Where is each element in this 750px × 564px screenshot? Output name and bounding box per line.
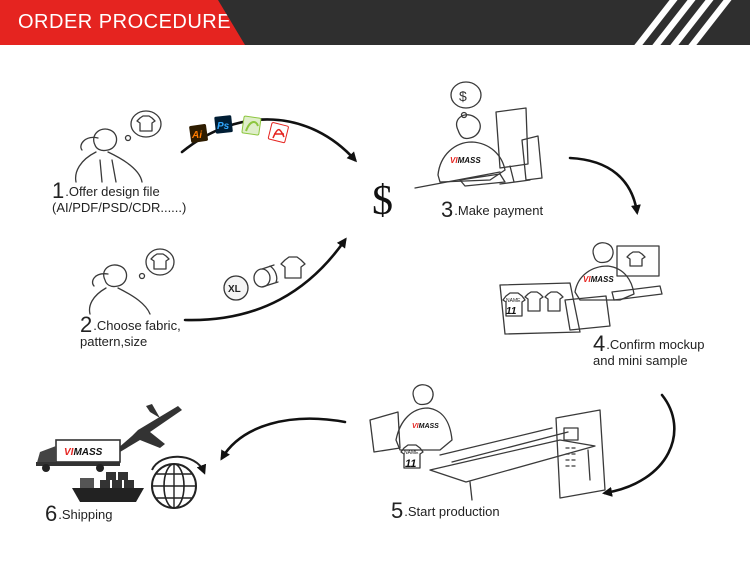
file-icon-ps: Ps — [214, 115, 233, 134]
arrow-step4-to-step5 — [602, 393, 676, 497]
header-bar: ORDER PROCEDURE — [0, 0, 750, 45]
step4-mockup-illustration: VIMASS NAME 11 — [499, 242, 663, 335]
svg-text:NAME: NAME — [404, 450, 419, 456]
step5-production-illustration: VIMASS NAME 11 — [369, 384, 606, 501]
step2-label: 2.Choose fabric, pattern,size — [80, 312, 181, 350]
svg-text:11: 11 — [405, 458, 416, 470]
arrow-step2-to-step3 — [183, 237, 347, 322]
file-icon-cdr — [241, 115, 262, 136]
arrow-step5-to-step6 — [220, 417, 347, 461]
svg-text:XL: XL — [228, 284, 241, 295]
size-xl-badge: XL — [223, 275, 249, 301]
globe-icon — [151, 455, 207, 509]
svg-text:VIMASS: VIMASS — [583, 275, 614, 284]
cargo-ship-icon — [72, 472, 144, 502]
svg-text:VIMASS: VIMASS — [412, 423, 439, 430]
step4-label: 4.Confirm mockup and mini sample — [593, 331, 705, 369]
payment-dollar-icon: $ — [372, 178, 393, 224]
svg-text:VIMASS: VIMASS — [450, 156, 481, 165]
shipping-airplane-icon — [117, 404, 182, 452]
file-icon-ai: Ai — [189, 124, 208, 143]
file-icon-pdf — [267, 122, 289, 144]
tshirt-pattern-icon — [280, 256, 306, 279]
arrow-step1-to-step3 — [180, 118, 358, 163]
arrow-step3-to-step4 — [568, 156, 641, 215]
svg-text:$: $ — [459, 88, 467, 104]
delivery-truck-icon: VIMASS — [36, 439, 121, 472]
svg-text:11: 11 — [506, 306, 517, 317]
svg-text:VIMASS: VIMASS — [64, 447, 103, 458]
step6-label: 6.Shipping — [45, 501, 113, 526]
svg-text:Ai: Ai — [191, 130, 202, 141]
svg-text:Ps: Ps — [217, 121, 230, 132]
step3-payment-illustration: $ VIMASS — [414, 81, 543, 189]
header-title-tab: ORDER PROCEDURE — [0, 0, 245, 45]
header-title: ORDER PROCEDURE — [18, 11, 232, 33]
step5-label: 5.Start production — [391, 498, 500, 523]
step2-customer-illustration — [88, 248, 175, 315]
step1-designer-illustration — [74, 110, 162, 183]
svg-text:NAME: NAME — [506, 298, 521, 304]
step1-label: 1.Offer design file (AI/PDF/PSD/CDR.....… — [52, 178, 187, 216]
step3-label: 3.Make payment — [441, 197, 544, 222]
fabric-roll-icon — [253, 264, 279, 288]
